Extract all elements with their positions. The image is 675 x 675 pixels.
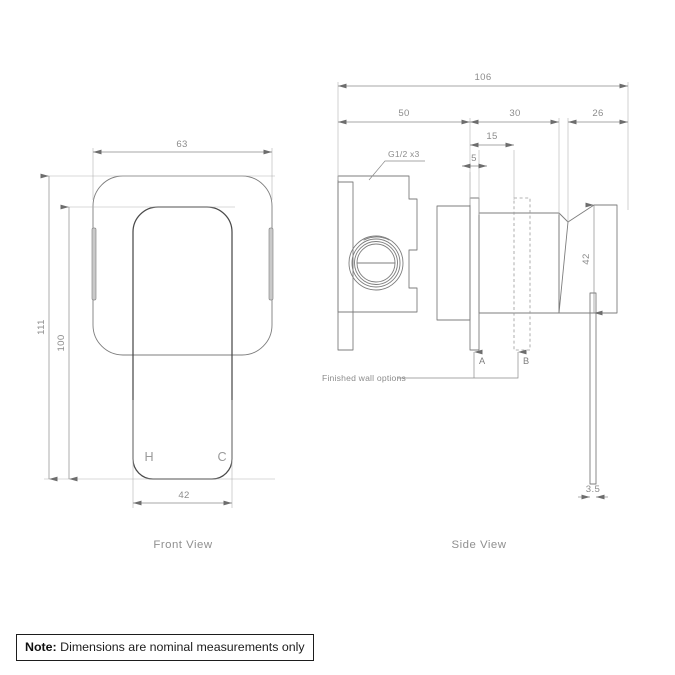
dim-label-100: 100 (56, 334, 67, 351)
side-wall-plate-b-hidden (513, 197, 531, 351)
side-inlet-flange (337, 181, 354, 351)
wall-option-a-label: A (479, 356, 486, 366)
front-view-geometry: H C (91, 175, 274, 480)
front-lever-handle-outline (132, 206, 233, 480)
finished-wall-leader (398, 368, 519, 379)
dim-label-5: 5 (471, 153, 477, 164)
dim-label-63: 63 (176, 139, 187, 150)
side-view-label: Side View (452, 539, 507, 551)
finished-wall-label: Finished wall options (322, 373, 406, 383)
side-mid-body (478, 212, 560, 314)
front-view-dimensions: 63 111 100 42 (36, 139, 275, 508)
side-wall-plate-a (469, 197, 480, 351)
side-thread-inner-ring (354, 241, 398, 285)
side-collar-body (436, 205, 471, 321)
dim-label-42-side: 42 (581, 253, 592, 264)
front-hot-marking: H (144, 450, 153, 464)
dim-label-30: 30 (509, 108, 520, 119)
note-prefix: Note: (25, 640, 57, 654)
side-thread-mid-ring (351, 238, 401, 288)
dim-label-42-front: 42 (178, 490, 189, 501)
front-plate-right-tab (268, 227, 274, 301)
dim-label-111: 111 (36, 319, 47, 335)
side-thread-outer-ring (348, 235, 404, 291)
dim-label-26: 26 (592, 108, 603, 119)
dim-label-3p5: 3.5 (586, 484, 600, 495)
note-body-text: Dimensions are nominal measurements only (60, 640, 305, 654)
front-backplate-outline (92, 175, 273, 356)
dim-label-15: 15 (486, 131, 497, 142)
front-plate-left-tab (91, 227, 97, 301)
wall-option-b-label: B (523, 356, 529, 366)
thread-callout-label: G1/2 x3 (388, 149, 420, 159)
front-view-label: Front View (153, 539, 213, 551)
thread-leader-line (368, 160, 425, 181)
note-box: Note: Dimensions are nominal measurement… (16, 634, 314, 661)
side-inlet-body (337, 175, 418, 313)
front-cold-marking: C (217, 450, 226, 464)
side-view-dimensions: 106 50 30 26 15 5 42 3.5 G1/2 x3 (322, 72, 629, 500)
dim-label-50: 50 (398, 108, 409, 119)
side-view-geometry (337, 175, 618, 485)
side-thin-wall-plate (589, 292, 597, 485)
dim-label-106: 106 (474, 72, 491, 83)
side-handle-chamfer-edge (558, 221, 569, 314)
side-thread-top-cap (363, 236, 390, 241)
